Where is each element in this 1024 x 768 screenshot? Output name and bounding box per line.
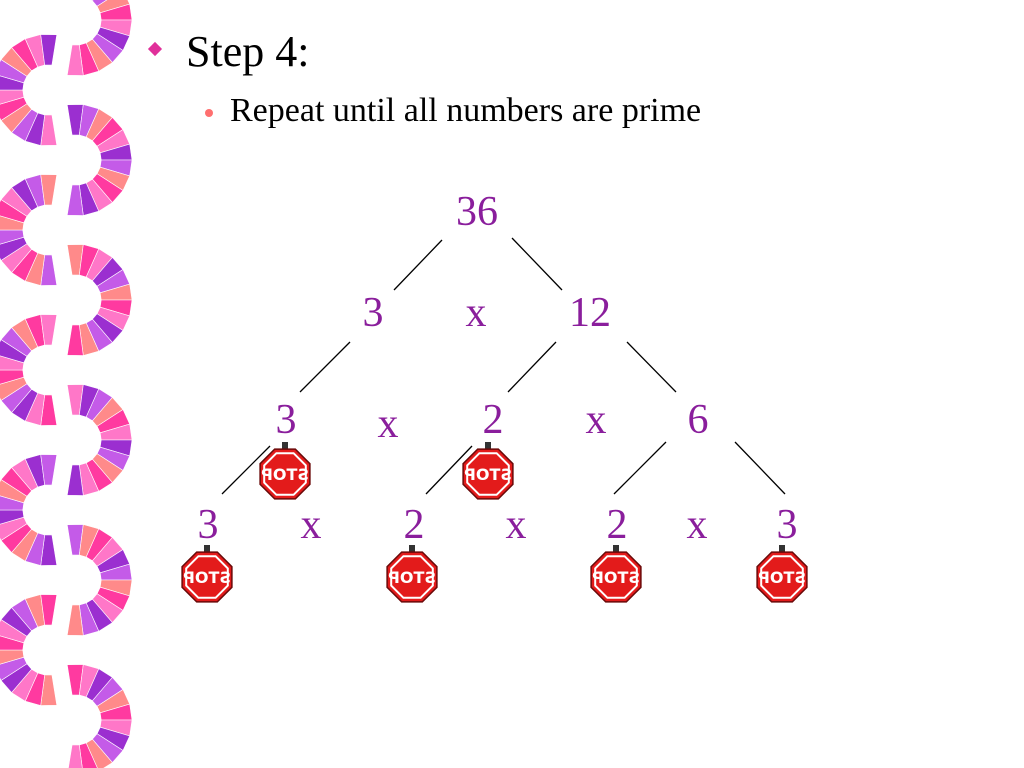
ribbon-segment (0, 369, 25, 385)
ribbon-segment (66, 44, 84, 76)
ribbon-segment (92, 0, 108, 7)
tree-node: 3 (198, 502, 219, 548)
tree-branches (221, 237, 786, 495)
ribbon-segment (66, 604, 84, 636)
stop-sign-label: STOP (388, 568, 436, 587)
ribbon-segment (0, 96, 28, 121)
branch-line (613, 441, 667, 495)
branch-line (425, 445, 473, 495)
ribbon-segment (40, 454, 58, 486)
ribbon-segment (66, 464, 84, 496)
times-sign: x (466, 290, 487, 336)
stop-sign-icon: STOP (462, 442, 514, 500)
ribbon-segment (66, 184, 84, 216)
ribbon-segment (40, 174, 58, 206)
times-sign: x (506, 502, 527, 548)
ribbon-segment (0, 75, 25, 91)
ribbon-segment (78, 742, 98, 768)
stop-sign-label: STOP (261, 465, 309, 484)
step-title: Step 4: (186, 27, 310, 76)
stop-signs: STOP STOP STOP STOP STOP STOP (181, 442, 808, 603)
ribbon-segment (68, 744, 83, 768)
ribbon-segment (0, 355, 25, 371)
ribbon-segment (40, 34, 58, 66)
stop-sign-label: STOP (758, 568, 806, 587)
times-sign: x (687, 502, 708, 548)
stop-sign-icon: STOP (259, 442, 311, 500)
tree-node: 2 (607, 502, 628, 548)
branch-line (393, 239, 443, 291)
tree-node-root: 36 (456, 189, 498, 235)
branch-line (507, 341, 557, 393)
tree-node: 3 (777, 502, 798, 548)
ribbon-segment (66, 324, 84, 356)
stop-sign-icon: STOP (590, 545, 642, 603)
tree-node: 12 (569, 290, 611, 336)
branch-line (511, 237, 563, 291)
stop-sign-icon: STOP (386, 545, 438, 603)
tree-node: 2 (483, 397, 504, 443)
stop-sign-icon: STOP (181, 545, 233, 603)
branch-line (221, 445, 271, 495)
ribbon-segment (0, 656, 28, 681)
stop-sign-icon: STOP (756, 545, 808, 603)
dot-bullet-icon (205, 109, 213, 117)
stop-sign-label: STOP (183, 568, 231, 587)
ribbon-segment (0, 89, 25, 105)
tree-node: 2 (404, 502, 425, 548)
ribbon-segment (0, 649, 25, 665)
ribbon-segment (0, 236, 28, 261)
ribbon-segment (85, 738, 113, 768)
ribbon-segment (0, 635, 25, 651)
ribbon-segment (0, 376, 28, 401)
branch-line (734, 441, 786, 495)
tree-node: 3 (363, 290, 384, 336)
ribbon-segment (0, 215, 25, 231)
ribbon-segment (0, 495, 25, 511)
tree-node: 6 (688, 397, 709, 443)
ribbon-segment (0, 516, 28, 541)
stop-sign-label: STOP (592, 568, 640, 587)
times-sign: x (301, 502, 322, 548)
ribbon-segment (40, 314, 58, 346)
times-sign: x (586, 397, 607, 443)
ribbon-segment (0, 229, 25, 245)
times-sign: x (378, 401, 399, 447)
tree-node: 3 (276, 397, 297, 443)
ribbon-segment (0, 509, 25, 525)
ribbon-segment (40, 594, 58, 626)
branch-line (299, 341, 351, 393)
decorative-spiral-border (0, 0, 133, 768)
branch-line (626, 341, 677, 393)
stop-sign-label: STOP (464, 465, 512, 484)
step-description: Repeat until all numbers are prime (230, 92, 702, 129)
